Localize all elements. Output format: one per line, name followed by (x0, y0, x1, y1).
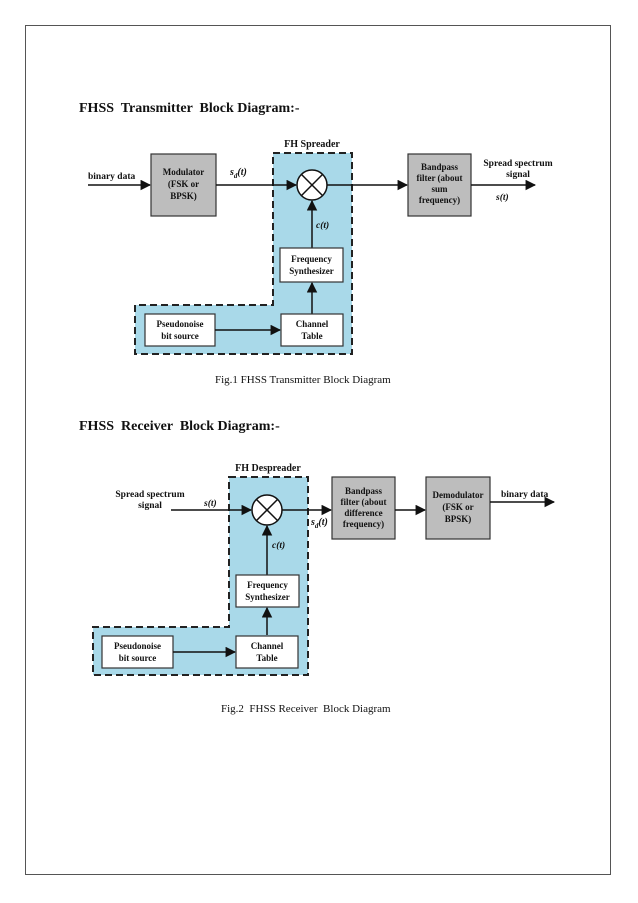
tx-pn-source-block (144, 313, 216, 347)
rx-bandpass-line-1: Bandpass (345, 486, 383, 496)
rx-ct-label: c(t) (272, 540, 285, 551)
modulator-line-3: BPSK) (170, 191, 197, 201)
tx-channel-table-block (280, 313, 344, 347)
tx-bandpass-block (407, 153, 472, 217)
rx-input-label-2: signal (138, 501, 162, 511)
receiver-caption: Fig.2 FHSS Receiver Block Diagram (221, 703, 391, 715)
demodulator-block (425, 476, 491, 540)
rx-channel-table-block (235, 635, 299, 669)
rx-bandpass-line-2: filter (about (340, 497, 386, 507)
tx-bandpass-line-1: Bandpass (421, 162, 459, 172)
modulator-line-1: Modulator (163, 167, 205, 177)
receiver-heading: FHSS Receiver Block Diagram:- (79, 419, 280, 434)
fh-spreader-region (134, 152, 353, 355)
tx-sd-label: sd(t) (229, 167, 247, 180)
rx-output-label: binary data (501, 490, 548, 500)
rx-freq-synth-line-2: Synthesizer (245, 592, 290, 602)
tx-output-label-2: signal (506, 170, 530, 180)
demodulator-line-3: BPSK) (445, 514, 472, 524)
tx-st-label: s(t) (495, 192, 509, 203)
rx-pn-line-1: Pseudonoise (114, 641, 161, 651)
rx-table-line-2: Table (256, 653, 277, 663)
tx-output-label-1: Spread spectrum (483, 159, 552, 169)
fh-despreader-region (92, 476, 309, 676)
tx-freq-synth-line-1: Frequency (291, 254, 332, 264)
rx-bandpass-line-3: difference (344, 508, 382, 518)
rx-pn-source-block (101, 635, 174, 669)
rx-sd-label: sd(t) (310, 517, 328, 530)
tx-pn-line-2: bit source (161, 331, 199, 341)
rx-pn-line-2: bit source (119, 653, 157, 663)
rx-bandpass-block (331, 476, 396, 540)
transmitter-caption: Fig.1 FHSS Transmitter Block Diagram (215, 374, 391, 386)
page-border (25, 25, 611, 875)
demodulator-line-1: Demodulator (433, 490, 484, 500)
tx-input-label: binary data (88, 172, 135, 182)
rx-input-label-1: Spread spectrum (115, 490, 184, 500)
fh-spreader-label: FH Spreader (284, 139, 340, 150)
modulator-block (150, 153, 217, 217)
tx-freq-synth-line-2: Synthesizer (289, 266, 334, 276)
rx-table-line-1: Channel (251, 641, 284, 651)
tx-bandpass-line-2: filter (about (416, 173, 462, 183)
fh-despreader-label: FH Despreader (235, 463, 301, 474)
rx-bandpass-line-4: frequency) (343, 519, 384, 529)
tx-bandpass-line-3: sum (431, 184, 448, 194)
demodulator-line-2: (FSK or (442, 502, 473, 512)
tx-table-line-2: Table (301, 331, 322, 341)
tx-bandpass-line-4: frequency) (419, 195, 460, 205)
rx-freq-synth-line-1: Frequency (247, 580, 288, 590)
rx-st-label: s(t) (203, 498, 217, 509)
tx-ct-label: c(t) (316, 220, 329, 231)
modulator-line-2: (FSK or (168, 179, 199, 189)
transmitter-heading: FHSS Transmitter Block Diagram:- (79, 101, 300, 116)
tx-pn-line-1: Pseudonoise (156, 319, 203, 329)
tx-table-line-1: Channel (296, 319, 329, 329)
